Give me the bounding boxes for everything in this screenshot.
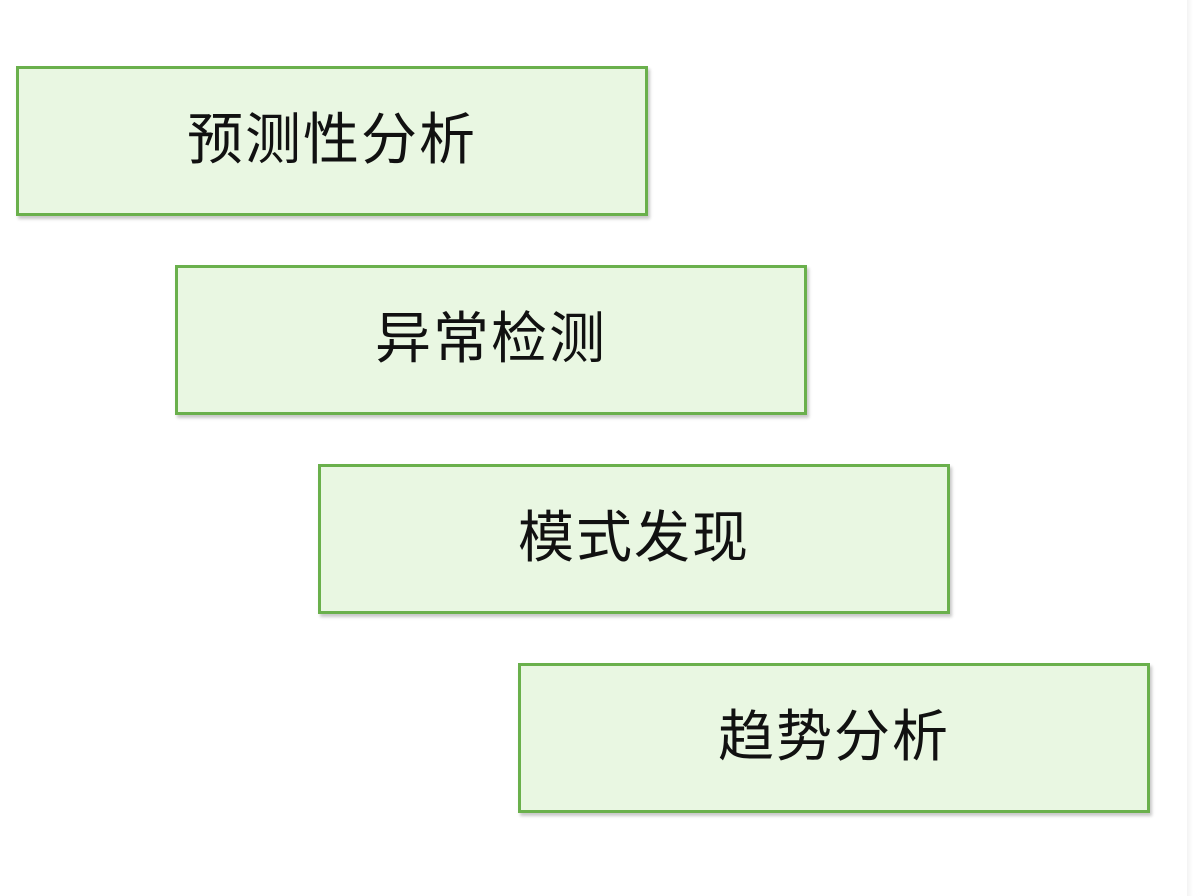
step-box-trend-analysis: 趋势分析 <box>518 663 1150 813</box>
step-box-predictive-analysis: 预测性分析 <box>16 66 648 216</box>
step-label: 异常检测 <box>375 307 607 372</box>
right-edge-divider <box>1187 0 1193 896</box>
step-label: 趋势分析 <box>718 705 950 770</box>
step-label: 预测性分析 <box>187 108 477 173</box>
step-box-pattern-discovery: 模式发现 <box>318 464 950 614</box>
step-box-anomaly-detection: 异常检测 <box>175 265 807 415</box>
step-label: 模式发现 <box>518 506 750 571</box>
